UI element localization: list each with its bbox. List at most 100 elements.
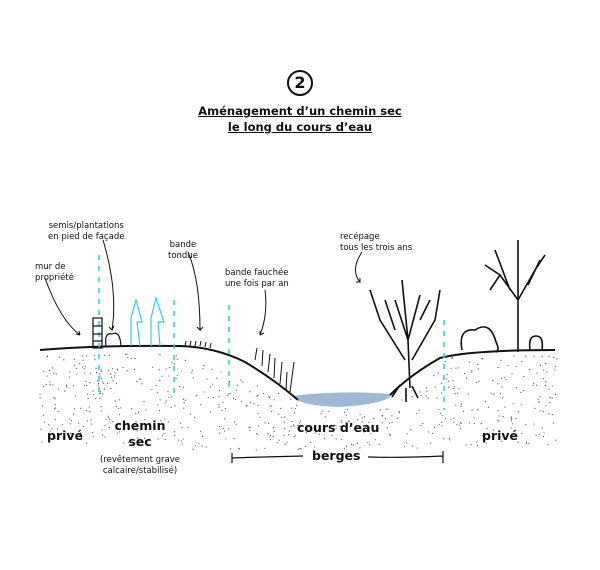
soil-dot [492,380,494,382]
soil-dot [510,416,512,418]
soil-dot [122,366,124,369]
soil-dot [543,369,545,371]
soil-dot [487,406,490,408]
soil-dot [176,374,178,376]
soil-dot [39,393,41,396]
soil-dot [114,372,116,374]
soil-dot [85,385,88,387]
cyan-markers [98,255,445,410]
soil-dot [49,430,51,432]
soil-dot [533,355,535,357]
soil-dot [257,404,259,407]
soil-dot [450,367,452,369]
soil-dot [182,438,184,440]
soil-dot [406,433,408,435]
soil-dot [473,417,475,419]
soil-dot [255,449,257,451]
soil-dot [356,442,358,445]
soil-dot [212,396,215,399]
soil-dot [218,406,220,408]
soil-dot [455,404,457,406]
soil-dot [405,441,407,444]
soil-dot [428,431,430,433]
soil-dot [477,368,480,370]
soil-dot [164,402,166,404]
soil-dot [200,404,202,406]
soil-dot [273,399,275,401]
soil-dot [502,415,504,418]
soil-dot [551,397,553,399]
soil-dot [56,428,59,430]
soil-dot [452,388,454,390]
soil-dot [164,418,166,420]
soil-dot [222,428,225,430]
soil-dot [221,409,223,411]
soil-dot [120,407,122,409]
soil-dot [183,407,185,409]
soil-dot [228,380,231,383]
soil-dot [41,441,43,443]
soil-dot [345,414,347,416]
soil-dot [551,385,554,387]
soil-dot [553,356,555,359]
soil-dot [115,405,117,407]
soil-dot [350,443,353,446]
soil-dot [119,431,121,433]
soil-dot [86,420,88,422]
soil-dot [497,367,499,369]
soil-dot [174,363,176,365]
soil-dot [451,357,453,359]
soil-dot [229,448,232,450]
soil-dot [539,364,542,367]
zone-cours-eau: cours d’eau [297,420,380,435]
soil-dot [105,418,107,421]
soil-dot [199,430,202,432]
soil-dot [511,418,513,420]
soil-dot [230,392,232,394]
diagram-title: Aménagement d’un chemin sec le long du c… [150,103,450,135]
soil-dot [49,383,51,386]
soil-dot [269,405,271,407]
soil-dot [196,394,198,397]
soil-dot [207,396,209,399]
soil-dot [201,445,203,447]
soil-dot [291,420,293,422]
soil-dot [425,395,427,397]
soil-dot [178,385,180,387]
soil-dot [233,421,236,423]
soil-dot [351,425,353,427]
soil-dot [278,413,280,415]
soil-dot [486,428,488,430]
soil-dot [288,430,290,432]
soil-dot [259,416,261,418]
soil-dot [456,392,458,394]
soil-dot [128,442,130,444]
soil-dot [542,377,545,380]
soil-dot [84,372,86,374]
soil-dot [99,393,101,395]
soil-dot [293,425,295,427]
soil-dot [70,420,73,422]
soil-dot [155,384,157,387]
soil-dot [108,369,110,371]
soil-dot [411,396,413,398]
soil-dot [343,448,346,450]
soil-dot [541,356,543,358]
soil-dot [101,429,103,431]
soil-dot [112,421,114,423]
soil-dot [294,412,296,414]
soil-dot [68,376,71,378]
soil-dot [501,386,503,388]
soil-dot [297,448,299,450]
soil-dot [294,434,296,436]
soil-dot [536,372,538,374]
soil-dot [545,405,547,407]
soil-dot [40,428,42,430]
soil-dot [143,400,145,403]
soil-dot [426,390,428,392]
soil-dot [299,447,301,449]
soil-dot [145,409,147,411]
soil-dot [170,406,172,408]
soil-dot [69,418,71,420]
